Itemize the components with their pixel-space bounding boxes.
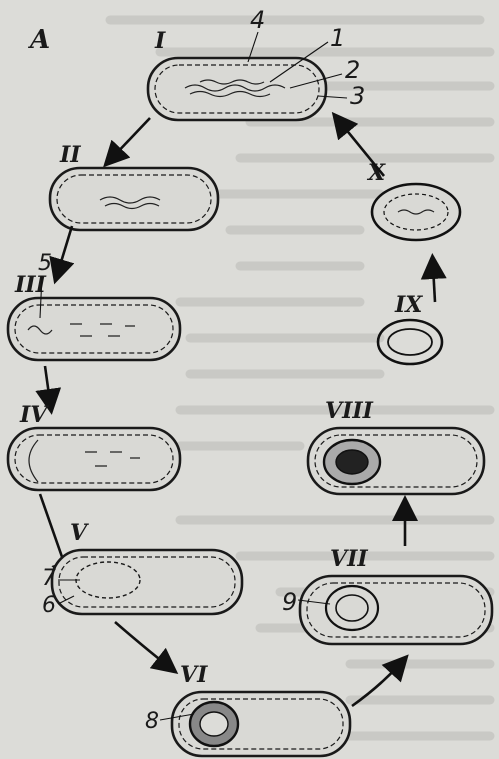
cell-stage-1 xyxy=(148,58,326,120)
arrow-1-to-2 xyxy=(112,118,150,158)
stage-label-1: I xyxy=(154,28,166,54)
arrow-10-to-1 xyxy=(340,122,384,176)
part-number-1: 1 xyxy=(330,24,345,52)
arrow-9-to-10 xyxy=(433,266,435,302)
cell-stage-3 xyxy=(8,298,180,360)
arrow-5-to-6 xyxy=(115,622,168,666)
part-number-4: 4 xyxy=(250,6,265,34)
arrow-2-to-3 xyxy=(58,226,72,272)
cell-stage-7 xyxy=(300,576,492,644)
cell-stage-5 xyxy=(52,550,242,614)
part-number-3: 3 xyxy=(350,82,365,110)
stage-label-6: VI xyxy=(180,662,208,688)
part-number-5: 5 xyxy=(38,251,52,276)
arrow-3-to-4 xyxy=(45,366,50,402)
part-number-2: 2 xyxy=(345,56,360,84)
cell-stage-8 xyxy=(308,428,484,494)
cell-stage-2 xyxy=(50,168,218,230)
stage-label-7: VII xyxy=(330,546,368,572)
part-number-9: 9 xyxy=(282,588,297,616)
cell-stage-10 xyxy=(372,184,460,240)
cell-stage-6 xyxy=(172,692,350,756)
part-number-7: 7 xyxy=(42,566,56,591)
cell-stage-4 xyxy=(8,428,180,490)
stage-label-5: V xyxy=(70,520,89,546)
stage-label-9: IX xyxy=(394,292,423,318)
part-number-8: 8 xyxy=(145,709,159,734)
stage-label-2: II xyxy=(59,142,81,168)
part-number-6: 6 xyxy=(42,593,56,618)
stage-label-4: IV xyxy=(19,402,49,428)
spore-stage-9 xyxy=(378,320,442,364)
stage-label-8: VIII xyxy=(325,398,374,424)
panel-label: A xyxy=(27,25,50,55)
